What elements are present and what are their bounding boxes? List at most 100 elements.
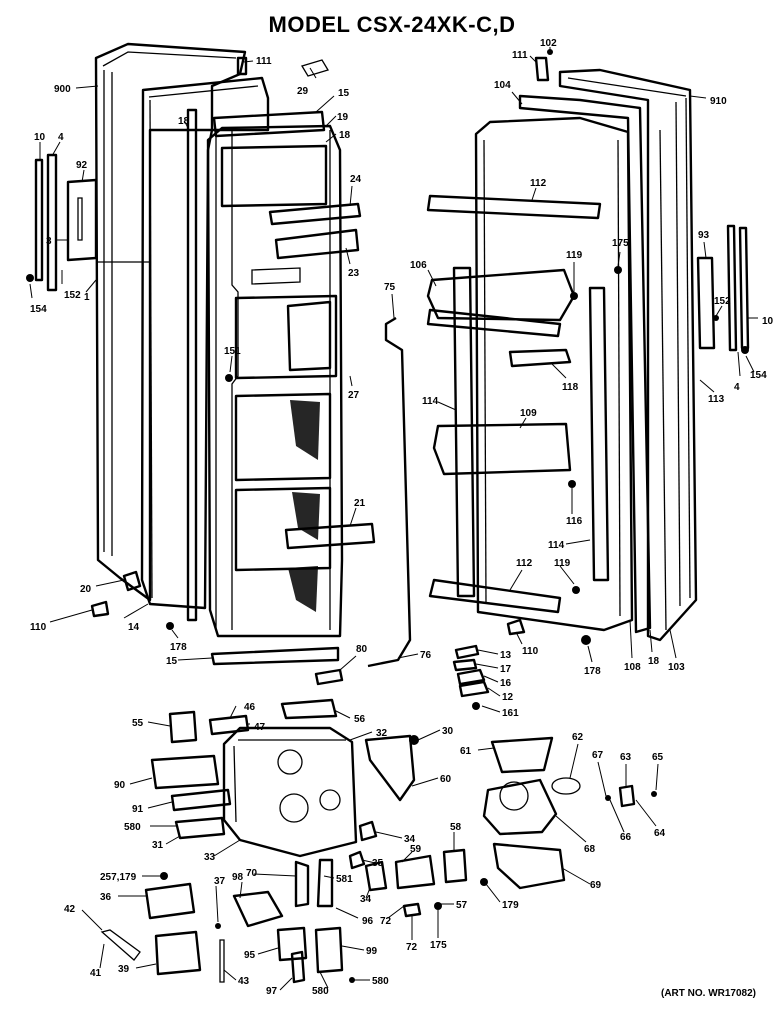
callout-17: 17 xyxy=(500,664,512,675)
callout-58: 58 xyxy=(450,822,462,833)
callout-55: 55 xyxy=(132,718,144,729)
left-hinge-parts xyxy=(26,108,198,622)
art-number: (ART NO. WR17082) xyxy=(660,988,756,999)
callout-110: 110 xyxy=(522,646,539,657)
ice-bucket-parts xyxy=(364,734,657,890)
callout-99: 99 xyxy=(366,946,378,957)
callout-61: 61 xyxy=(460,746,472,757)
callout-67: 67 xyxy=(592,750,604,761)
callout-39: 39 xyxy=(118,964,130,975)
callout-3: 3 xyxy=(46,236,52,247)
callout-161: 161 xyxy=(502,708,519,719)
callout-46: 46 xyxy=(244,702,256,713)
right-door-liner xyxy=(452,116,634,632)
callout-91: 91 xyxy=(132,804,144,815)
callout-16: 16 xyxy=(500,678,512,689)
callout-95: 95 xyxy=(244,950,256,961)
callout-29: 29 xyxy=(297,86,309,97)
callout-151: 151 xyxy=(224,346,241,357)
callout-580: 580 xyxy=(372,976,389,987)
callout-75: 75 xyxy=(384,282,396,293)
callout-62: 62 xyxy=(572,732,584,743)
callout-90: 90 xyxy=(114,780,126,791)
callout-34: 34 xyxy=(360,894,372,905)
dispenser-parts xyxy=(150,698,419,840)
callout-72: 72 xyxy=(406,942,418,953)
callout-10: 10 xyxy=(762,316,774,327)
callout-33: 33 xyxy=(204,852,216,863)
callout-10: 10 xyxy=(34,132,46,143)
callout-4: 4 xyxy=(58,132,64,143)
callout-70: 70 xyxy=(246,868,258,879)
left-small-parts xyxy=(90,56,329,630)
callout-910: 910 xyxy=(710,96,727,107)
callout-41: 41 xyxy=(90,968,102,979)
callout-152: 152 xyxy=(714,296,731,307)
callout-93: 93 xyxy=(698,230,710,241)
callout-102: 102 xyxy=(540,38,557,49)
callout-12: 12 xyxy=(502,692,514,703)
callout-1: 1 xyxy=(84,292,90,303)
callout-68: 68 xyxy=(584,844,596,855)
left-door-gasket xyxy=(140,76,270,610)
callout-4: 4 xyxy=(734,382,740,393)
right-door-gasket xyxy=(518,94,667,634)
callout-56: 56 xyxy=(354,714,366,725)
callout-114: 114 xyxy=(422,396,439,407)
callout-257-179: 257,179 xyxy=(100,872,137,883)
callout-31: 31 xyxy=(152,840,164,851)
callout-19: 19 xyxy=(337,112,349,123)
callout-178: 178 xyxy=(170,642,187,653)
callout-106: 106 xyxy=(410,260,427,271)
left-door-shelves xyxy=(210,110,376,666)
callout-108: 108 xyxy=(624,662,641,673)
callout-23: 23 xyxy=(348,268,360,279)
callout-179: 179 xyxy=(502,900,519,911)
callout-178: 178 xyxy=(584,666,601,677)
callout-21: 21 xyxy=(354,498,366,509)
callout-92: 92 xyxy=(76,160,88,171)
callout-118: 118 xyxy=(562,382,579,393)
callout-119: 119 xyxy=(554,558,571,569)
callout-35: 35 xyxy=(372,858,384,869)
callout-24: 24 xyxy=(350,174,362,185)
callout-13: 13 xyxy=(500,650,512,661)
callout-64: 64 xyxy=(654,828,666,839)
right-small-parts xyxy=(452,266,622,710)
callout-60: 60 xyxy=(440,774,452,785)
callout-15: 15 xyxy=(166,656,178,667)
callout-119: 119 xyxy=(566,250,583,261)
callout-labels: 900 111 29 15 19 18 18 10 4 92 3 152 1 1… xyxy=(30,38,774,997)
dispenser-housing xyxy=(222,726,358,858)
callout-152: 152 xyxy=(64,290,81,301)
callout-581: 581 xyxy=(336,874,353,885)
right-door-outer-panel xyxy=(558,68,698,642)
callout-18: 18 xyxy=(178,116,190,127)
callout-113: 113 xyxy=(708,394,725,405)
callout-111: 111 xyxy=(512,50,528,61)
callout-69: 69 xyxy=(590,880,602,891)
callout-66: 66 xyxy=(620,832,632,843)
callout-900: 900 xyxy=(54,84,71,95)
callout-32: 32 xyxy=(376,728,388,739)
callout-111: 111 xyxy=(256,56,272,67)
water-tube xyxy=(314,316,412,686)
right-door-shelves xyxy=(426,194,602,614)
callout-580: 580 xyxy=(124,822,141,833)
callout-34: 34 xyxy=(404,834,416,845)
callout-65: 65 xyxy=(652,752,664,763)
callout-57: 57 xyxy=(456,900,468,911)
callout-110: 110 xyxy=(30,622,47,633)
diagram-title: MODEL CSX-24XK-C,D xyxy=(268,12,516,37)
callout-30: 30 xyxy=(442,726,454,737)
callout-76: 76 xyxy=(420,650,432,661)
callout-104: 104 xyxy=(494,80,511,91)
callout-59: 59 xyxy=(410,844,422,855)
callout-114: 114 xyxy=(548,540,565,551)
callout-580: 580 xyxy=(312,986,329,997)
right-hinge-parts xyxy=(534,49,750,354)
callout-98: 98 xyxy=(232,872,244,883)
callout-42: 42 xyxy=(64,904,76,915)
callout-109: 109 xyxy=(520,408,537,419)
